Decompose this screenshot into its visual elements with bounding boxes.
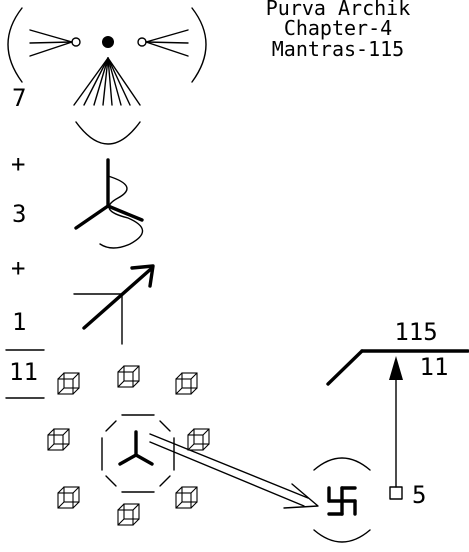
header-line-1: Purva Archik bbox=[266, 0, 411, 20]
plus-2: + bbox=[11, 254, 25, 282]
tripod-spiral-glyph bbox=[74, 158, 144, 249]
swastika-glyph bbox=[313, 457, 371, 543]
number-11: 11 bbox=[9, 358, 38, 386]
top-glyph bbox=[7, 7, 207, 145]
arrow-glyph bbox=[73, 264, 155, 345]
arrow-head bbox=[389, 356, 403, 380]
number-7: 7 bbox=[12, 84, 26, 112]
double-arrow bbox=[149, 433, 319, 509]
number-1: 1 bbox=[12, 308, 26, 336]
number-5: 5 bbox=[412, 481, 426, 509]
header-line-2: Chapter-4 bbox=[284, 16, 392, 40]
dashed-octagon bbox=[101, 414, 175, 493]
header-line-3: Mantras-115 bbox=[272, 37, 404, 61]
plus-1: + bbox=[11, 150, 25, 178]
center-dot bbox=[102, 36, 114, 48]
square-arrow-glyph bbox=[389, 356, 403, 500]
number-3: 3 bbox=[12, 200, 26, 228]
fraction-glyph bbox=[326, 349, 469, 386]
denominator-11: 11 bbox=[420, 353, 449, 381]
cube-ring bbox=[47, 365, 210, 526]
numerator-115: 115 bbox=[394, 318, 437, 346]
